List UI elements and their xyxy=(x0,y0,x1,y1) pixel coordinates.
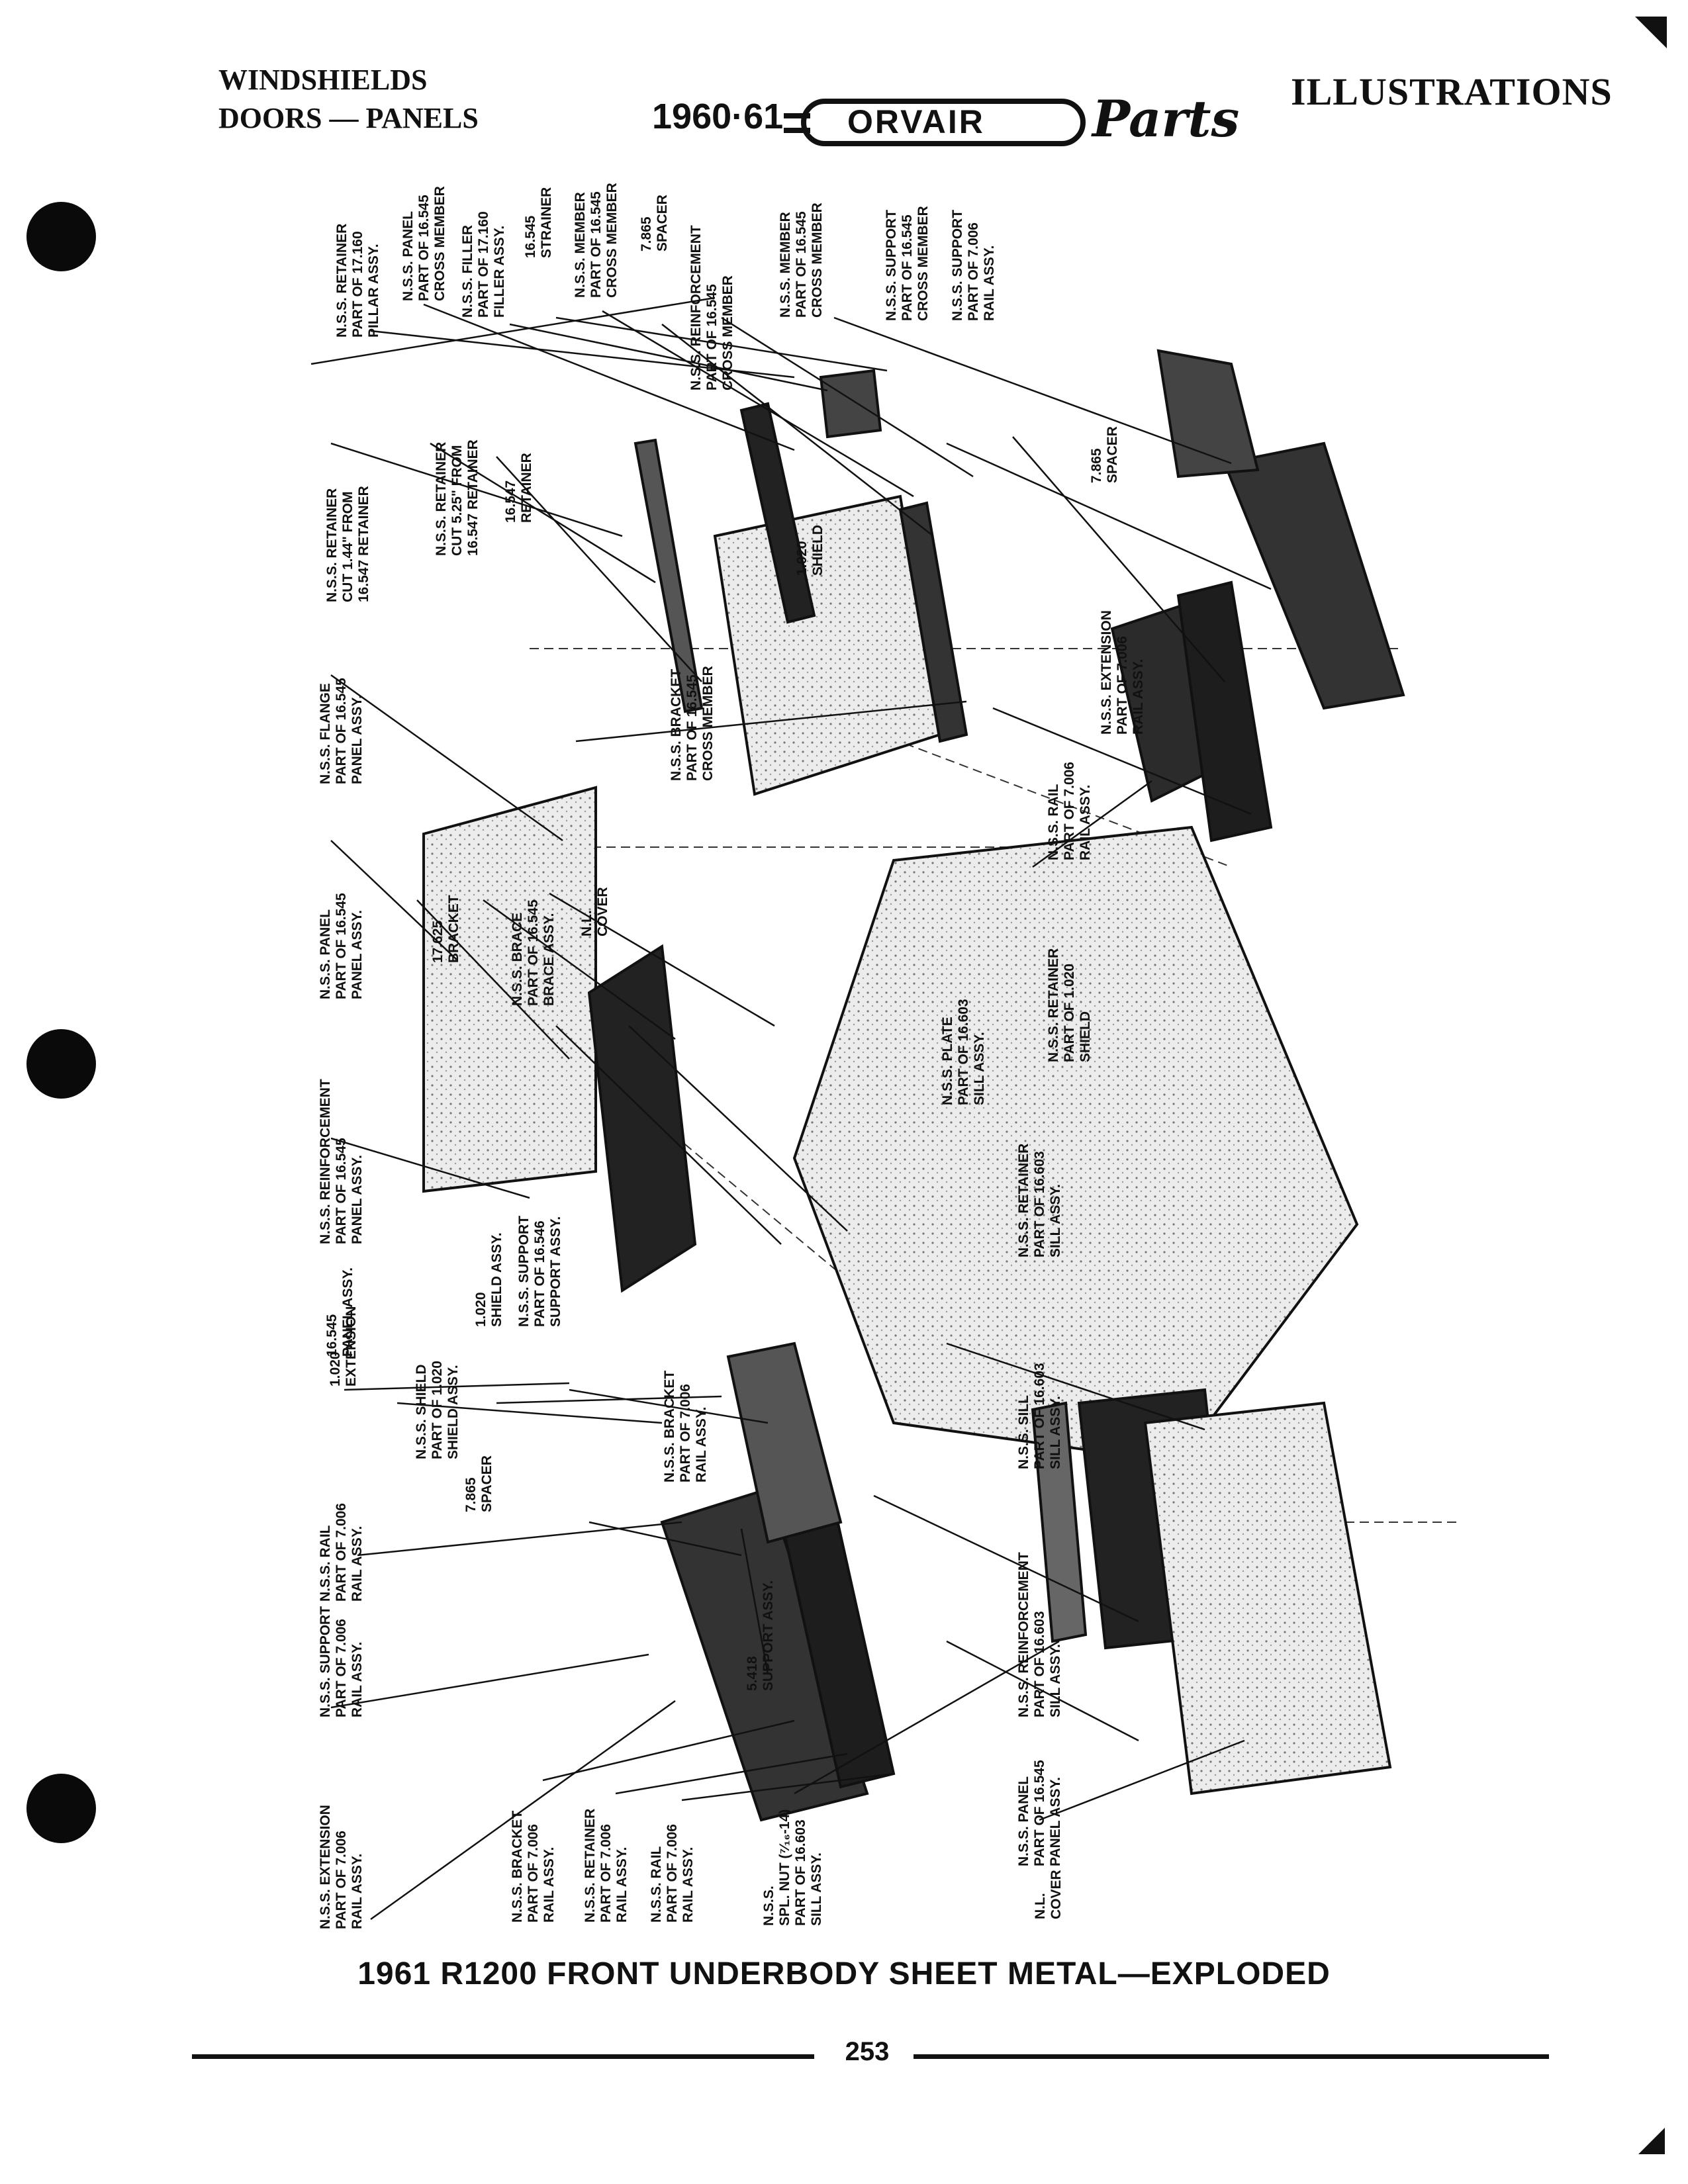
section-title-line-2: DOORS — PANELS xyxy=(218,102,479,134)
callout-cover-bottom: N.L. COVER xyxy=(1033,1870,1064,1919)
callout-rail-extension-bottom: N.S.S. EXTENSION PART OF 7.006 RAIL ASSY… xyxy=(318,1805,365,1929)
callout-panel-flange: N.S.S. FLANGE PART OF 16.545 PANEL ASSY. xyxy=(318,678,365,784)
section-title: WINDSHIELDS DOORS — PANELS xyxy=(218,61,479,138)
callout-bracket-17-625: 17.625 BRACKET xyxy=(430,895,461,963)
binder-hole-top xyxy=(26,202,96,271)
callout-cross-member-support: N.S.S. SUPPORT PART OF 16.545 CROSS MEMB… xyxy=(884,206,931,321)
cross-member-support xyxy=(1156,349,1260,478)
callout-pillar-retainer: N.S.S. RETAINER PART OF 17.160 PILLAR AS… xyxy=(334,223,381,338)
callout-spacer-top: 7.865 SPACER xyxy=(639,195,670,251)
rear-panel xyxy=(1143,1401,1392,1796)
page-number: 253 xyxy=(845,2037,890,2066)
footer-rule-right xyxy=(914,2054,1549,2059)
callout-rail-support-top: N.S.S. SUPPORT PART OF 7.006 RAIL ASSY. xyxy=(950,209,997,321)
callout-cover-top: N.L. COVER xyxy=(579,887,610,936)
callout-sill-retainer: N.S.S. RETAINER PART OF 16.603 SILL ASSY… xyxy=(1016,1143,1063,1257)
callout-panel-bottom: N.S.S. PANEL PART OF 16.545 PANEL ASSY. xyxy=(1016,1760,1063,1866)
front-panel xyxy=(422,786,597,1193)
member-bar xyxy=(898,501,968,743)
callout-brace: N.S.S. BRACE PART OF 16.545 BRACE ASSY. xyxy=(510,899,557,1006)
callout-cross-member-reinforcement: N.S.S. REINFORCEMENT PART OF 16.545 CROS… xyxy=(688,225,735,390)
callout-retainer-cut-1-44: N.S.S. RETAINER CUT 1.44" FROM 16.547 RE… xyxy=(324,486,371,602)
callout-retainer-cut-5-25: N.S.S. RETAINER CUT 5.25" FROM 16.547 RE… xyxy=(434,439,481,556)
callout-spacer-right: 7.865 SPACER xyxy=(1089,426,1120,483)
page-category: ILLUSTRATIONS xyxy=(1291,70,1613,113)
corner-mark-bottom xyxy=(1638,2128,1665,2154)
logo-c-shape xyxy=(784,99,1086,146)
strainer xyxy=(819,369,882,439)
sill-plate xyxy=(1031,1401,1088,1643)
callout-rail-retainer: N.S.S. RETAINER PART OF 7.006 RAIL ASSY. xyxy=(583,1808,630,1923)
binder-hole-bottom xyxy=(26,1774,96,1843)
rail xyxy=(1176,580,1273,842)
callout-retainer-16-547: 16.547 RETAINER xyxy=(503,453,534,523)
callout-cross-member-bracket: N.S.S. BRACKET PART OF 16.545 CROSS MEMB… xyxy=(669,666,716,781)
callout-filler: N.S.S. FILLER PART OF 17.160 FILLER ASSY… xyxy=(460,211,507,318)
callout-sill: N.S.S. SILL PART OF 16.603 SILL ASSY. xyxy=(1016,1363,1063,1469)
cross-member-rail xyxy=(739,402,816,624)
floor-pan xyxy=(792,825,1359,1465)
retainer-bar xyxy=(633,438,704,713)
section-title-line-1: WINDSHIELDS xyxy=(218,64,428,96)
footer-rule-left xyxy=(192,2054,814,2059)
callout-shield-part: N.S.S. SHIELD PART OF 1.020 SHIELD ASSY. xyxy=(414,1361,461,1459)
callout-rail-bracket: N.S.S. BRACKET PART OF 7.006 RAIL ASSY. xyxy=(662,1370,709,1482)
callout-spacer-bottom: 7.865 SPACER xyxy=(463,1455,494,1512)
panel-reinforcement xyxy=(587,944,697,1293)
callout-shield: 1.020 SHIELD xyxy=(794,524,825,576)
callout-support-5-418: 5.418 SUPPORT ASSY. xyxy=(745,1580,776,1691)
rail-extension xyxy=(1223,441,1405,710)
callout-rail-bracket-bottom: N.S.S. BRACKET PART OF 7.006 RAIL ASSY. xyxy=(510,1810,557,1923)
corner-mark-top xyxy=(1635,17,1667,48)
logo-wordmark: ORVAIR xyxy=(847,103,985,140)
callout-panel: N.S.S. PANEL PART OF 16.545 PANEL ASSY. xyxy=(318,893,365,999)
callout-sill-plate: N.S.S. PLATE PART OF 16.603 SILL ASSY. xyxy=(940,999,987,1105)
callout-cross-member-panel: N.S.S. PANEL PART OF 16.545 CROSS MEMBER xyxy=(400,186,447,301)
exploded-diagram: N.S.S. RETAINER PART OF 17.160 PILLAR AS… xyxy=(199,165,1589,1966)
callout-rail-support-bottom: N.S.S. SUPPORT PART OF 7.006 RAIL ASSY. xyxy=(318,1606,365,1717)
callout-rail-last: N.S.S. RAIL PART OF 7.006 RAIL ASSY. xyxy=(649,1824,696,1923)
callout-strainer: 16.545 STRAINER xyxy=(523,187,554,258)
rail-bracket xyxy=(726,1342,843,1544)
callout-sill-reinforcement: N.S.S. REINFORCEMENT PART OF 16.603 SILL… xyxy=(1016,1552,1063,1717)
callout-shield-assy: 1.020 SHIELD ASSY. xyxy=(473,1232,504,1327)
callout-cross-member-member: N.S.S. MEMBER PART OF 16.545 CROSS MEMBE… xyxy=(573,183,620,298)
callout-cross-member-member-2: N.S.S. MEMBER PART OF 16.545 CROSS MEMBE… xyxy=(778,203,825,318)
diagram-artwork xyxy=(310,296,1456,1921)
callout-shield-retainer: N.S.S. RETAINER PART OF 1.020 SHIELD xyxy=(1046,948,1093,1062)
model-years: 1960·61 xyxy=(652,97,784,136)
callout-panel-reinforcement: N.S.S. REINFORCEMENT PART OF 16.545 PANE… xyxy=(318,1079,365,1244)
callout-rail-extension: N.S.S. EXTENSION PART OF 7.006 RAIL ASSY… xyxy=(1099,610,1146,735)
binder-hole-middle xyxy=(26,1029,96,1099)
figure-caption: 1961 R1200 FRONT UNDERBODY SHEET METAL—E… xyxy=(357,1956,1331,1991)
leader-lines xyxy=(310,296,1272,1921)
callout-support-16-546: N.S.S. SUPPORT PART OF 16.546 SUPPORT AS… xyxy=(516,1215,563,1327)
corvair-parts-logo: ORVAIR Parts xyxy=(781,89,1239,156)
callout-rail: N.S.S. RAIL PART OF 7.006 RAIL ASSY. xyxy=(1046,762,1093,860)
callout-special-nut: N.S.S. SPL. NUT (⁷⁄₁₆-14) PART OF 16.603… xyxy=(761,1809,824,1926)
callout-extension-1-020: 1.020 EXTENSION xyxy=(328,1306,359,1387)
logo-script: Parts xyxy=(1092,89,1240,148)
callout-rail-bottom: N.S.S. RAIL PART OF 7.006 RAIL ASSY. xyxy=(318,1503,365,1602)
part-shapes xyxy=(422,349,1405,1822)
